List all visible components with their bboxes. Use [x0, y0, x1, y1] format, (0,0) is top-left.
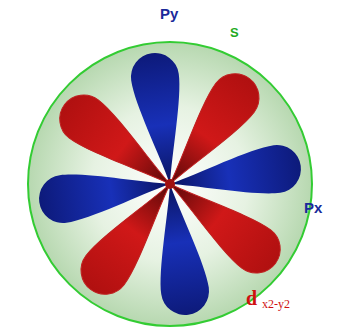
p-lobe	[128, 50, 194, 187]
s-orbital	[28, 42, 312, 326]
p-lobe	[36, 160, 173, 226]
orbital-label: S	[230, 26, 239, 39]
nucleus	[165, 179, 175, 189]
orbital-label: d	[246, 288, 257, 308]
orbital-label: Py	[160, 6, 178, 21]
orbital-label: Px	[304, 200, 322, 215]
p-lobe	[167, 142, 304, 208]
lobes	[36, 50, 304, 318]
p-lobe	[146, 181, 212, 318]
orbital-subscript: x2-y2	[262, 298, 290, 310]
